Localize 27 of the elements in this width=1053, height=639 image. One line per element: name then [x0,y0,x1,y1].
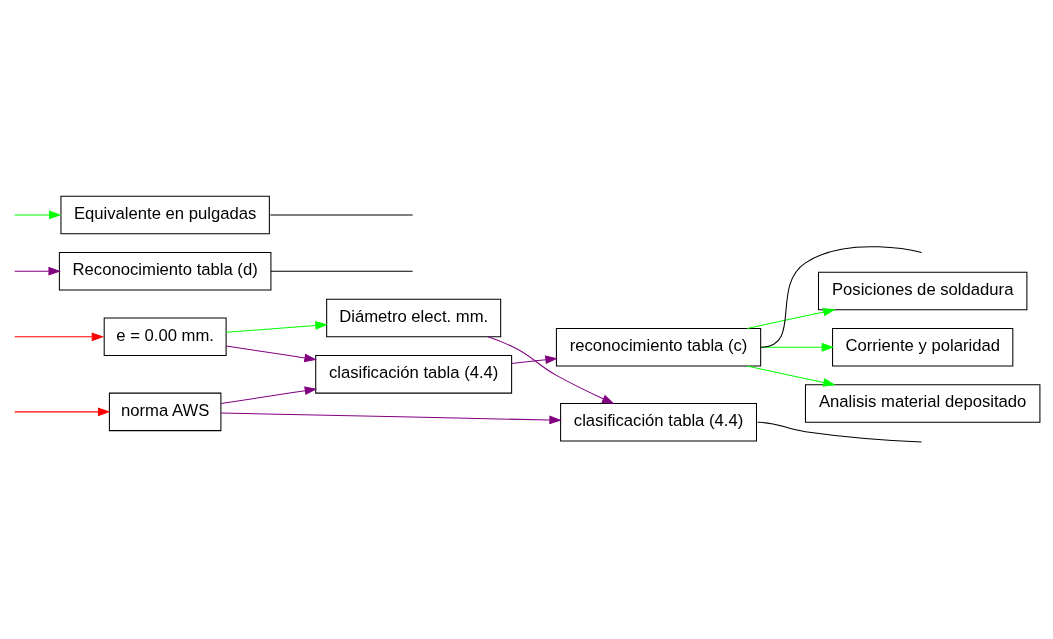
connector [760,246,923,348]
arrow [225,321,328,333]
node-box: Reconocimiento tabla (d) [58,251,272,291]
arrow [14,332,105,342]
arrow [487,336,615,404]
arrow [225,345,317,363]
node-box: Posiciones de soldadura [817,271,1028,311]
arrow [746,365,836,387]
node-box: Corriente y polaridad [832,328,1014,367]
arrow [220,412,562,425]
node-box: reconocimiento tabla (c) [555,328,762,367]
connector [757,421,923,443]
node-box: Analisis material depositado [804,384,1041,423]
arrow [14,210,62,220]
arrow [220,386,318,404]
arrow [14,407,111,417]
arrow [14,266,61,276]
node-box: Diámetro elect. mm. [326,298,502,338]
node-box: e = 0.00 mm. [103,317,227,357]
arrow [746,307,836,329]
node-box: clasificación tabla (4.4) [560,403,757,442]
node-box: Equivalente en pulgadas [60,195,270,235]
node-box: norma AWS [108,392,222,432]
arrow [511,355,558,365]
node-box: clasificación tabla (4.4) [315,355,513,394]
connector [270,270,414,272]
connector [269,214,414,216]
